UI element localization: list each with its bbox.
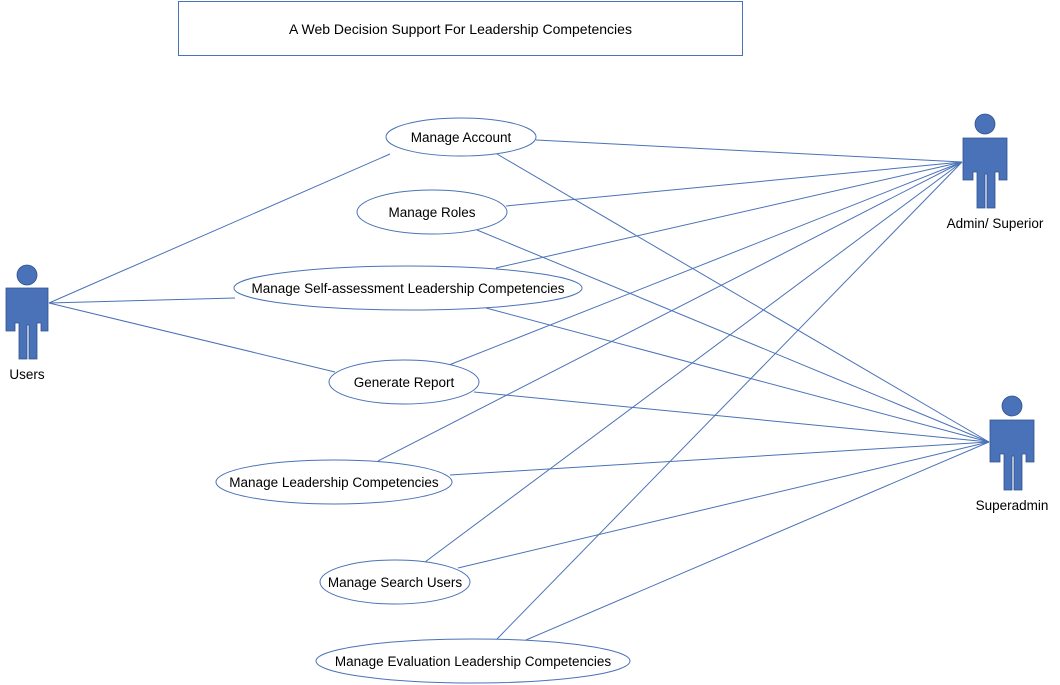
actor-users[interactable]: Users <box>5 264 49 382</box>
association-line-users-generate-report <box>48 302 336 373</box>
actor-label: Users <box>9 367 45 382</box>
use-case-manage-search-users[interactable]: Manage Search Users <box>319 559 471 605</box>
association-line-superadmin-generate-report <box>473 391 990 443</box>
association-line-admin-manage-search-users <box>424 161 963 563</box>
use-case-manage-evaluation[interactable]: Manage Evaluation Leadership Competencie… <box>315 638 631 684</box>
association-line-superadmin-manage-leadership <box>449 441 990 476</box>
person-icon <box>5 264 49 360</box>
person-icon <box>989 395 1035 491</box>
actor-superadmin[interactable]: Superadmin <box>976 395 1049 513</box>
use-case-manage-leadership[interactable]: Manage Leadership Competencies <box>215 459 453 505</box>
use-case-label: Manage Evaluation Leadership Competencie… <box>335 654 611 669</box>
use-case-manage-account[interactable]: Manage Account <box>385 117 537 157</box>
use-case-manage-roles[interactable]: Manage Roles <box>356 189 508 235</box>
use-case-label: Manage Leadership Competencies <box>229 475 439 490</box>
diagram-title-text: A Web Decision Support For Leadership Co… <box>289 20 632 37</box>
use-case-label: Manage Search Users <box>328 575 463 590</box>
actor-label: Superadmin <box>976 498 1049 513</box>
association-line-admin-manage-roles <box>505 161 963 207</box>
association-line-users-manage-account <box>48 153 391 304</box>
use-case-label: Manage Roles <box>388 205 475 220</box>
association-line-admin-manage-account <box>535 139 963 163</box>
association-line-admin-generate-report <box>448 161 963 366</box>
association-line-superadmin-manage-roles <box>476 229 990 443</box>
association-line-superadmin-manage-account <box>496 153 990 443</box>
use-case-label: Manage Account <box>411 130 512 145</box>
association-line-superadmin-manage-evaluation <box>525 441 990 641</box>
association-line-admin-manage-self-assessment <box>495 161 963 269</box>
association-line-admin-manage-leadership <box>377 161 963 462</box>
association-line-superadmin-manage-self-assessment <box>485 307 990 443</box>
actor-label: Admin/ Superior <box>947 216 1044 231</box>
use-case-generate-report[interactable]: Generate Report <box>328 359 480 405</box>
diagram-title: A Web Decision Support For Leadership Co… <box>178 1 743 56</box>
association-line-users-manage-self-assessment <box>48 297 236 304</box>
use-case-label: Generate Report <box>354 375 455 390</box>
actor-admin-superior[interactable]: Admin/ Superior <box>947 113 1044 231</box>
use-case-label: Manage Self-assessment Leadership Compet… <box>252 281 565 296</box>
person-icon <box>962 113 1008 209</box>
use-case-manage-self-assessment[interactable]: Manage Self-assessment Leadership Compet… <box>233 265 583 311</box>
association-line-admin-manage-evaluation <box>496 161 963 640</box>
association-line-superadmin-manage-search-users <box>457 441 990 569</box>
associations-layer <box>48 139 990 641</box>
